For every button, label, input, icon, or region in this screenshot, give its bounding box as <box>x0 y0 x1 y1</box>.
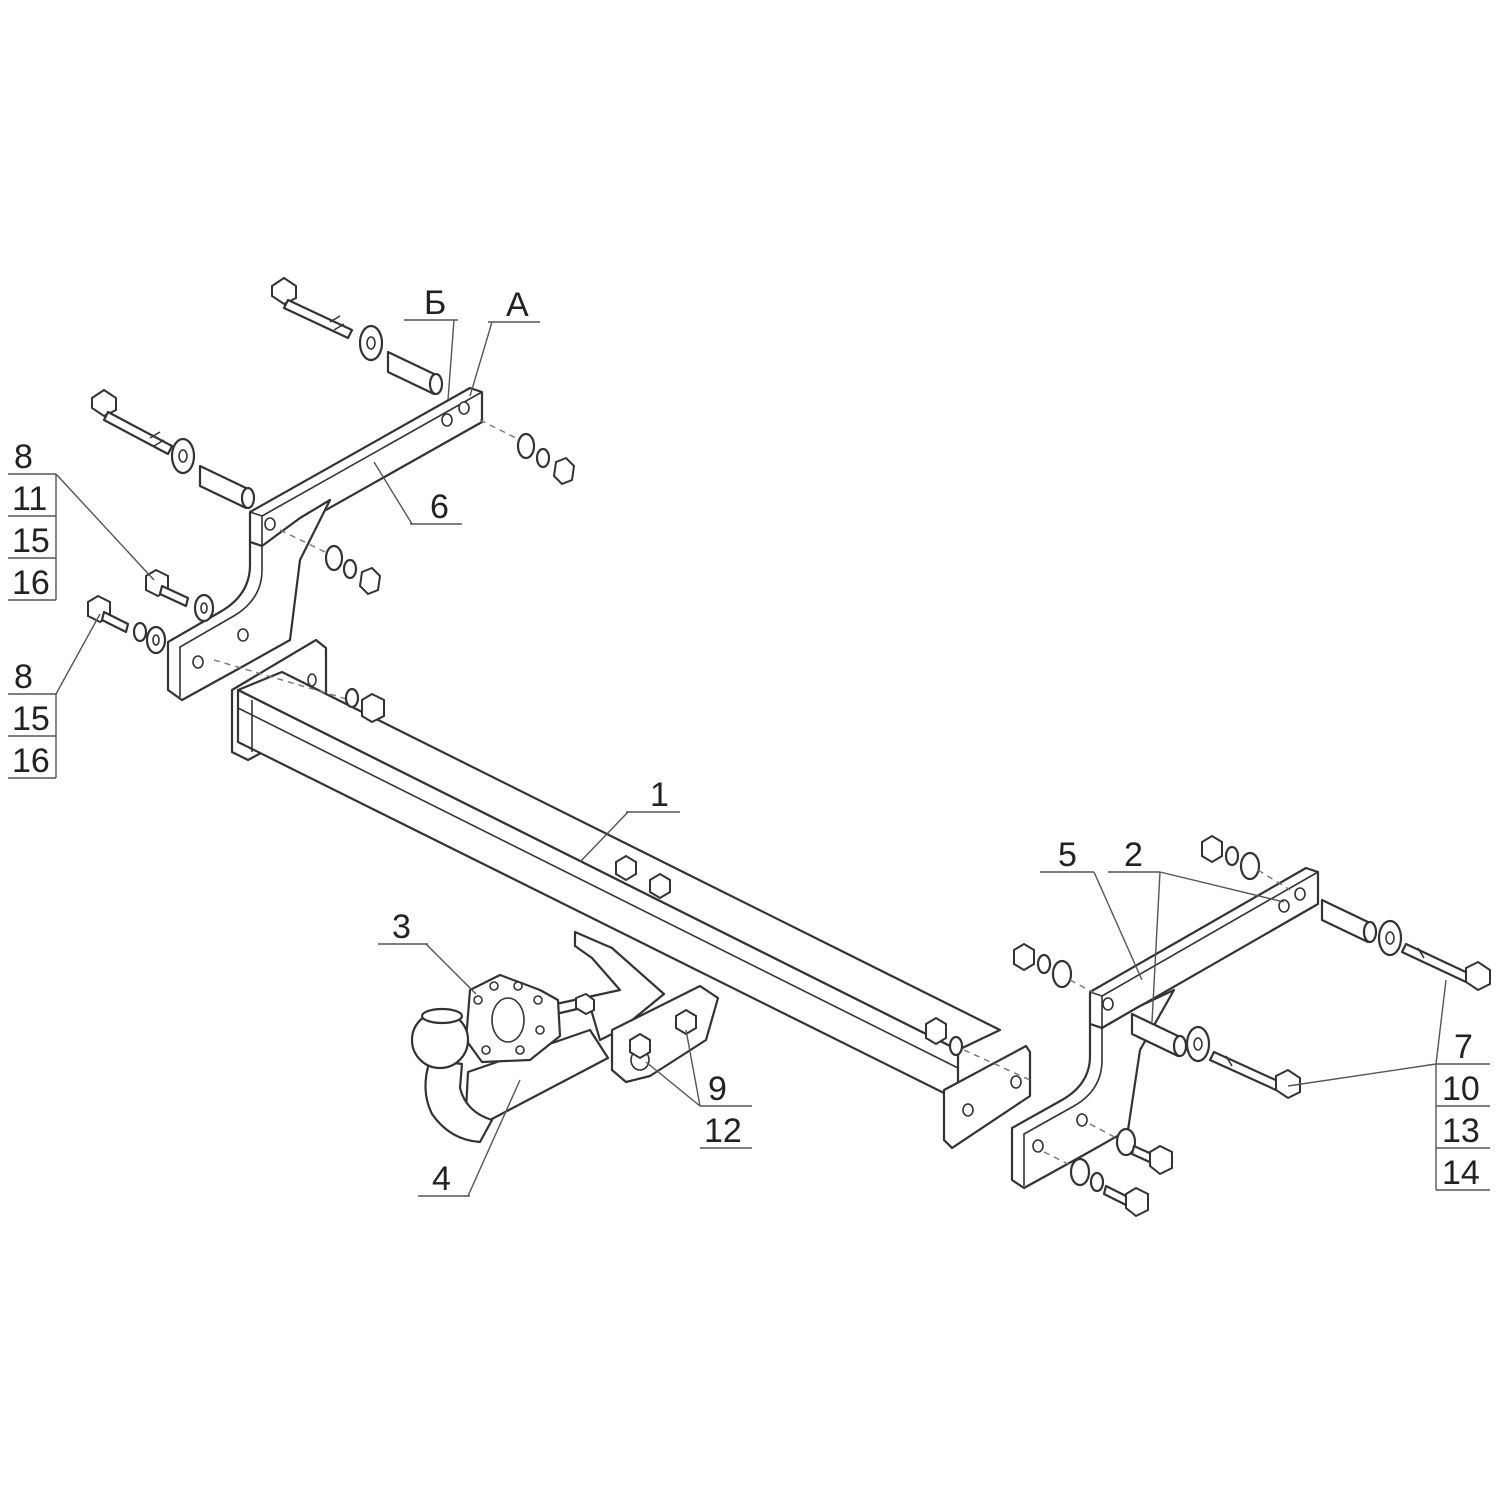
left-bracket <box>166 386 484 702</box>
callout-part-3: 3 <box>392 908 411 946</box>
callout-part-5: 5 <box>1058 836 1077 874</box>
right-middle-bolt <box>1130 1012 1301 1100</box>
right-middle-nut-stack <box>1013 942 1101 997</box>
right-upper-nut-stack <box>1201 834 1291 891</box>
callout-part-4: 4 <box>432 1160 451 1198</box>
callout-part-7: 7 <box>1454 1028 1473 1066</box>
callout-part-10: 10 <box>1442 1070 1480 1108</box>
bracket-lower-nut-stack <box>279 529 382 596</box>
callout-part-8-lower: 8 <box>14 658 33 696</box>
callout-part-12: 12 <box>704 1112 742 1150</box>
right-lower-bolt-lower <box>1043 1151 1149 1218</box>
bracket-a-nut-stack <box>479 419 576 486</box>
callout-a: А <box>506 286 529 324</box>
upper-left-bolt <box>271 276 444 396</box>
callout-part-6: 6 <box>430 488 449 526</box>
callout-part-16-upper: 16 <box>12 564 50 602</box>
callout-b: Б <box>424 284 446 322</box>
callout-part-16-lower: 16 <box>12 742 50 780</box>
right-upper-bolt <box>1320 898 1491 992</box>
callout-part-11: 11 <box>12 480 47 518</box>
beam-left-nut-stack <box>213 659 385 724</box>
callout-labels: Б А 6 8 11 15 16 8 15 16 1 3 4 9 12 5 2 … <box>12 284 1480 1198</box>
callout-part-15-lower: 15 <box>12 700 50 738</box>
callout-part-8-upper: 8 <box>14 438 33 476</box>
right-lower-bolt-upper <box>1089 1123 1173 1176</box>
main-crossbeam <box>230 638 1032 1150</box>
callout-part-15-upper: 15 <box>12 522 50 560</box>
callout-part-2: 2 <box>1124 836 1143 874</box>
right-bracket <box>1010 866 1320 1190</box>
middle-left-bolt <box>91 388 256 510</box>
callout-part-14: 14 <box>1442 1154 1480 1192</box>
callout-part-13: 13 <box>1442 1112 1480 1150</box>
leader-lines <box>8 319 1490 1197</box>
left-small-bolt-lower <box>87 594 167 655</box>
callout-part-9: 9 <box>708 1070 727 1108</box>
callout-part-1: 1 <box>650 776 669 814</box>
tow-hitch-arm <box>410 930 720 1144</box>
beam-right-nut-stack <box>925 1016 1031 1081</box>
left-small-bolt-upper <box>145 568 215 623</box>
